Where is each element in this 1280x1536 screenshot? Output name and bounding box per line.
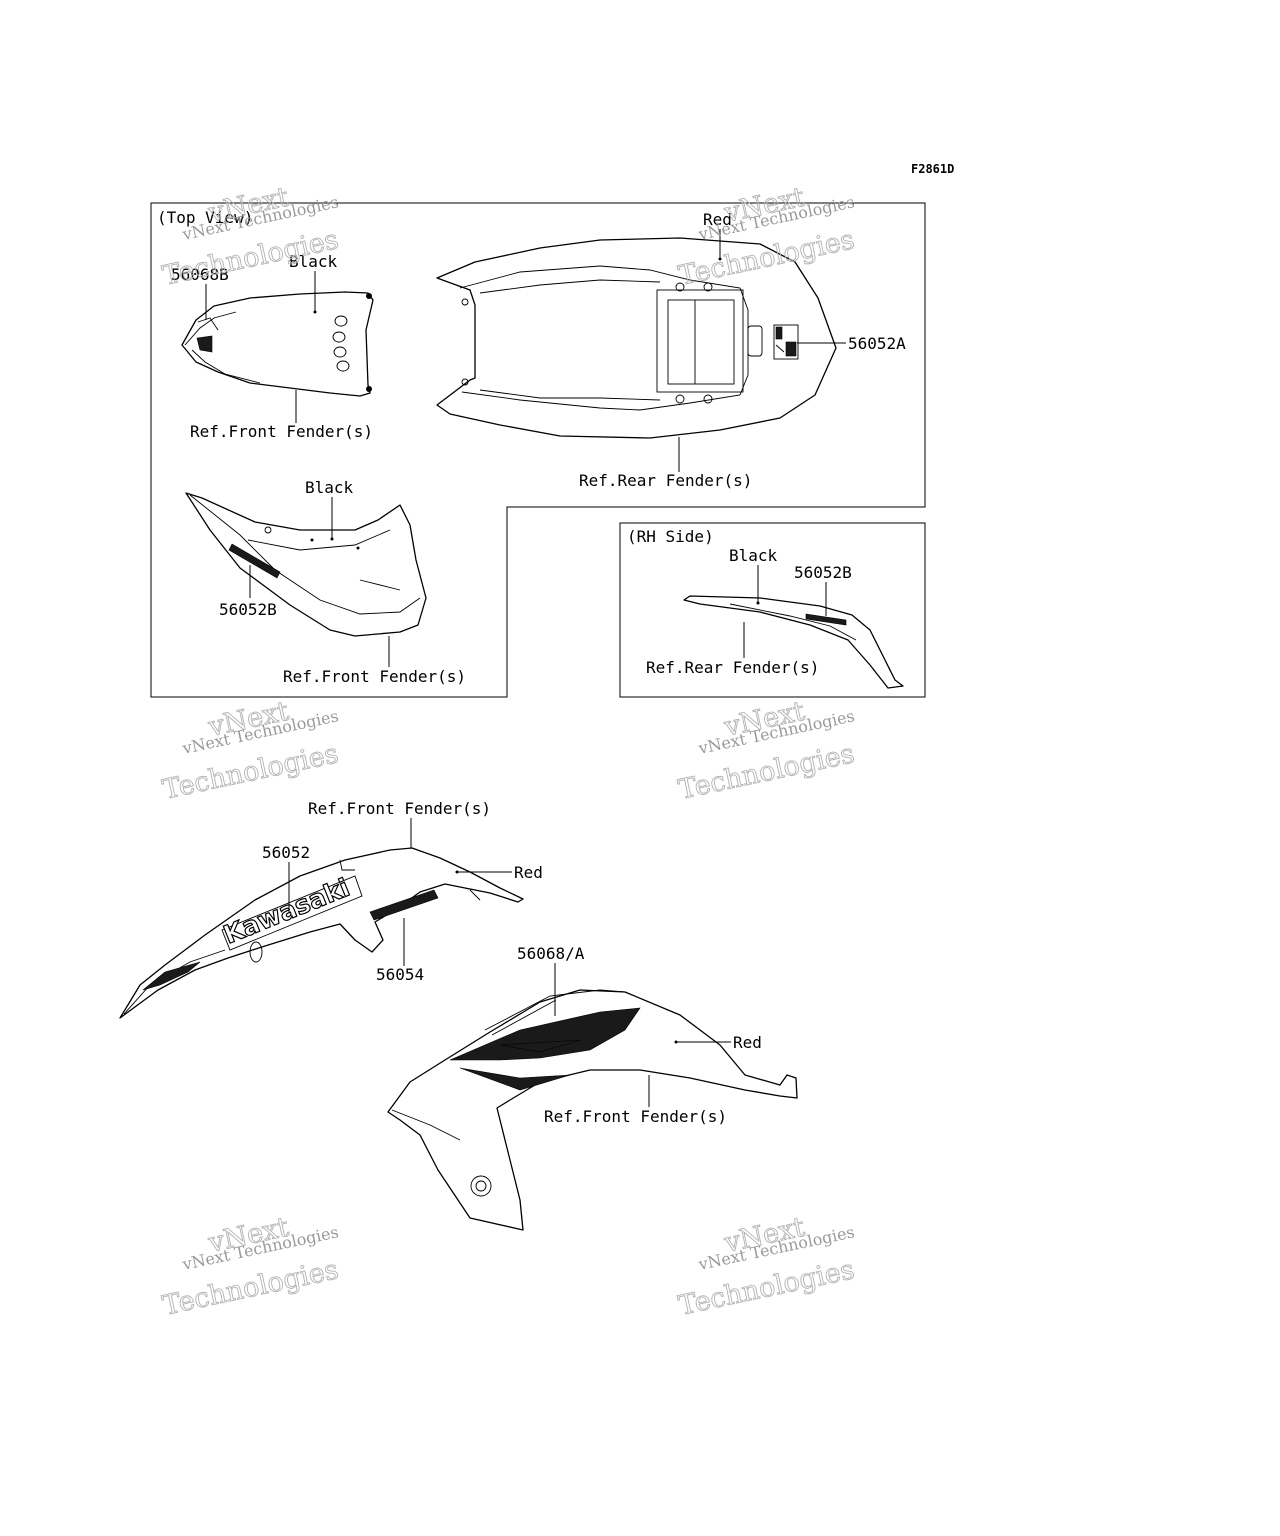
top-view-panel-frame — [150, 202, 926, 698]
lower-right-ref-label: Ref.Front Fender(s) — [544, 1107, 727, 1126]
rh-side-panel-frame — [619, 522, 926, 698]
ninja-model-decal — [369, 889, 439, 921]
lower-left-part1-label: 56052 — [262, 843, 310, 862]
rh-side-title: (RH Side) — [627, 527, 714, 546]
top-rear-part-label: 56052A — [848, 334, 906, 353]
front-fender-top-view — [181, 291, 374, 397]
rear-fender-rh-side — [683, 595, 904, 689]
watermark-2: vNext Technologies vNext Technologies — [675, 181, 857, 292]
top-rear-color-label: Red — [703, 210, 732, 229]
rh-part-label: 56052B — [794, 563, 852, 582]
top-rear-ref-label: Ref.Rear Fender(s) — [579, 471, 752, 490]
watermark-3: vNext Technologies vNext Technologies — [159, 695, 341, 806]
rear-fender-top-view — [436, 237, 837, 439]
rh-color-label: Black — [729, 546, 778, 565]
side-front-ref-label: Ref.Front Fender(s) — [283, 667, 466, 686]
watermark-4: vNext Technologies vNext Technologies — [675, 695, 857, 806]
lower-right-color-label: Red — [733, 1033, 762, 1052]
rh-ref-label: Ref.Rear Fender(s) — [646, 658, 819, 677]
side-front-part-label: 56052B — [219, 600, 277, 619]
lower-left-color-label: Red — [514, 863, 543, 882]
lower-left-part2-label: 56054 — [376, 965, 424, 984]
stripe-graphic-decal — [449, 1007, 641, 1091]
top-front-part-label: 56068B — [171, 265, 229, 284]
top-view-title: (Top View) — [157, 208, 253, 227]
lower-left-ref-label: Ref.Front Fender(s) — [308, 799, 491, 818]
rear-emblem-decal — [773, 324, 799, 360]
diagram-code: F2861D — [911, 162, 954, 176]
lower-right-part-label: 56068/A — [517, 944, 585, 963]
front-fender-side-view — [185, 492, 427, 637]
side-front-color-label: Black — [305, 478, 354, 497]
front-fender-left-lower: Kawasaki — [119, 847, 524, 1019]
top-front-ref-label: Ref.Front Fender(s) — [190, 422, 373, 441]
side-model-decal — [228, 543, 281, 579]
front-fender-right-lower — [387, 989, 798, 1231]
watermark-5: vNext Technologies vNext Technologies — [159, 1211, 341, 1322]
top-front-color-label: Black — [289, 252, 338, 271]
watermark-6: vNext Technologies vNext Technologies — [675, 1211, 857, 1322]
watermark-1: vNext Technologies vNext Technologies — [159, 181, 341, 292]
